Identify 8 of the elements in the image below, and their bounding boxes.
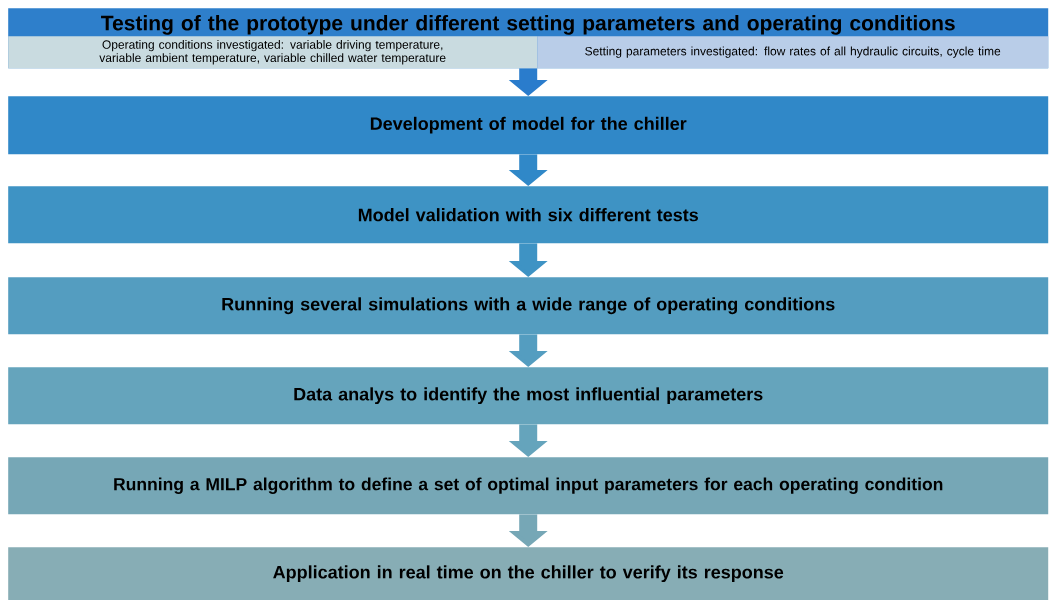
info-box: Setting parameters investigated: flow rates of all hydraulic circuits, cycle time bbox=[537, 36, 1049, 69]
process-box: Development of model for the chiller bbox=[8, 96, 1049, 155]
process-box: Data analys to identify the most influential parameters bbox=[8, 367, 1049, 425]
process-box: Running several simulations with a wide range of operating conditions bbox=[8, 277, 1049, 335]
process-box: Application in real time on the chiller to verify its response bbox=[8, 547, 1049, 600]
process-box: Model validation with six different tests bbox=[8, 186, 1049, 244]
process-box: Running a MILP algorithm to define a set of optimal input parameters for each operating condition bbox=[8, 457, 1049, 515]
info-box: Operating conditions investigated: variable driving temperature, variable ambient temperature, variable chilled water temperature bbox=[8, 36, 538, 69]
